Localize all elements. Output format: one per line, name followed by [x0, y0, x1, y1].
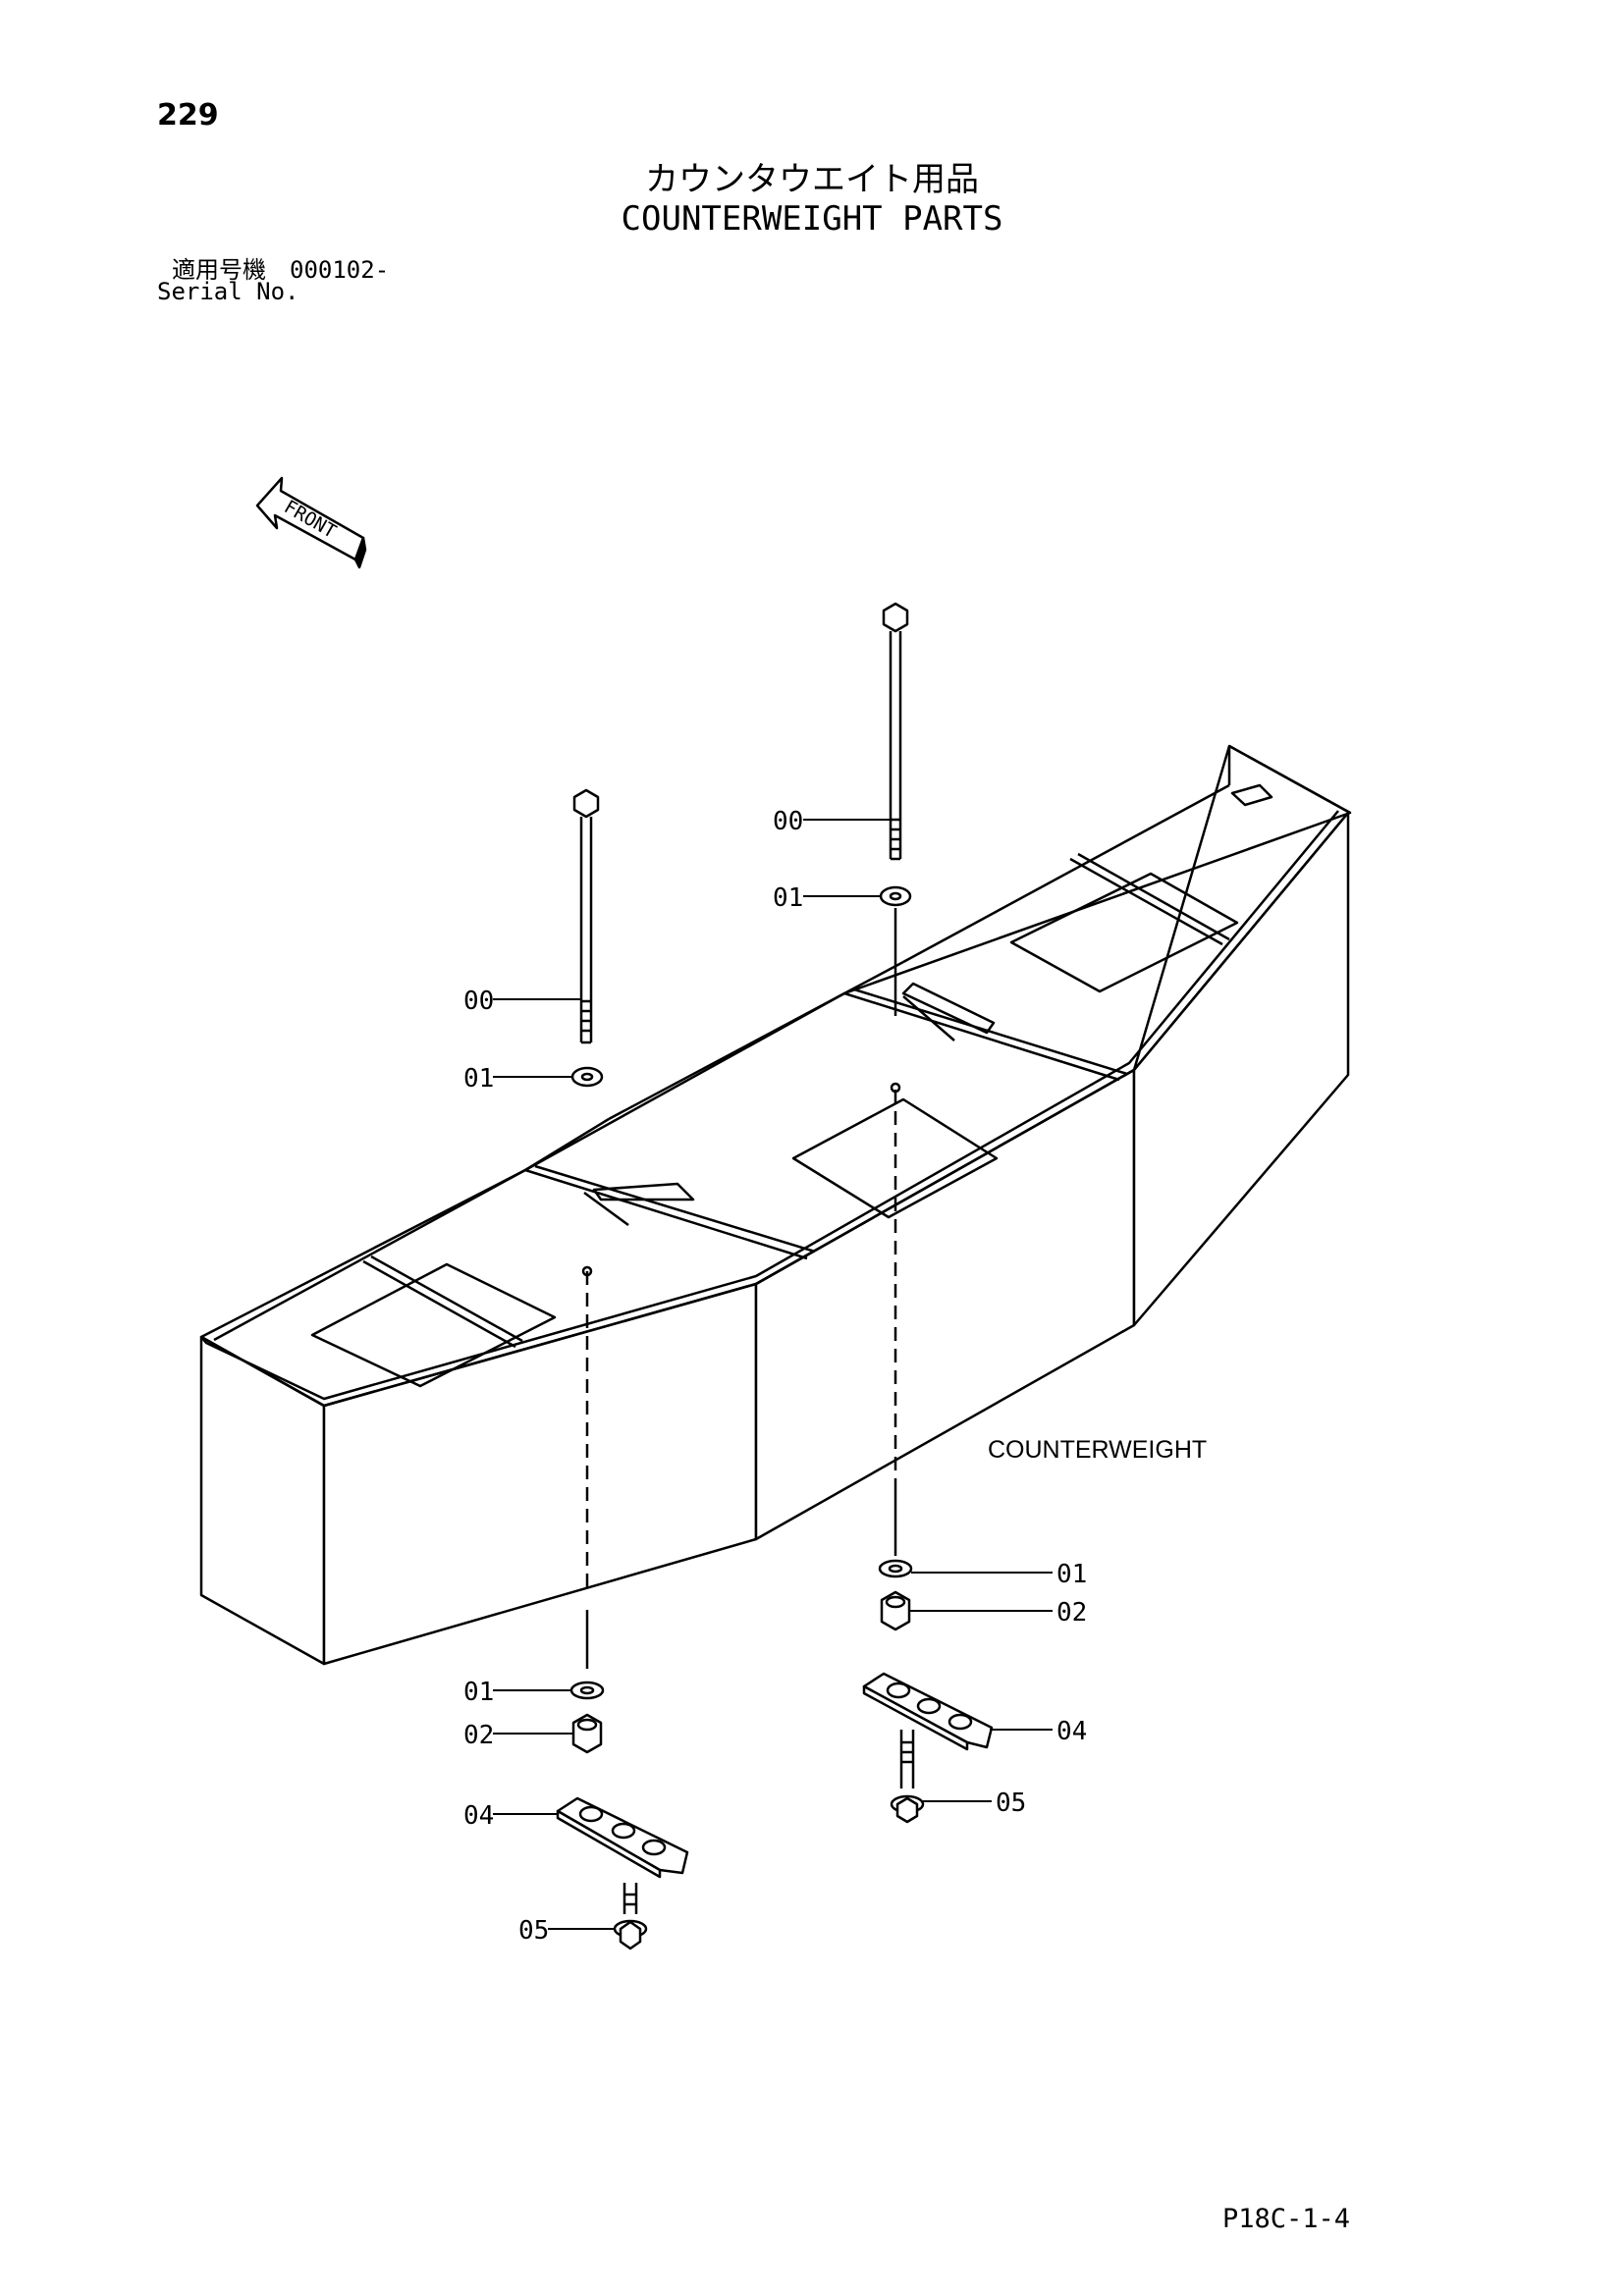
callout-right-washer-bottom: 01	[1056, 1560, 1087, 1589]
left-washer-top	[570, 1066, 604, 1088]
page-title: COUNTERWEIGHT PARTS	[621, 199, 1003, 239]
callout-left-screw: 05	[518, 1916, 549, 1946]
serial-label-japanese: 適用号機 000102-	[172, 256, 390, 284]
left-washer-bottom	[569, 1681, 605, 1700]
counterweight-body	[199, 744, 1352, 1666]
callout-right-screw: 05	[996, 1789, 1026, 1818]
right-nut	[880, 1590, 911, 1631]
callout-left-washer-top: 01	[463, 1064, 494, 1094]
callout-right-bolt: 00	[773, 807, 803, 836]
right-washer-bottom	[878, 1559, 913, 1578]
page-number: 229	[157, 98, 219, 133]
front-arrow-icon: FRONT	[255, 476, 367, 569]
counterweight-label: COUNTERWEIGHT	[988, 1436, 1207, 1464]
page-title-japanese: カウンタウエイト用品	[645, 160, 979, 199]
callout-right-plate: 04	[1056, 1717, 1087, 1746]
callout-left-washer-bottom: 01	[463, 1678, 494, 1707]
callout-left-plate: 04	[463, 1801, 494, 1831]
serial-label: Serial No.	[157, 278, 299, 305]
right-screw	[890, 1730, 925, 1824]
left-nut	[571, 1713, 603, 1754]
left-bolt	[572, 788, 600, 1044]
page-code: P18C-1-4	[1222, 2204, 1351, 2234]
callout-right-nut: 02	[1056, 1598, 1087, 1628]
left-plate	[556, 1796, 689, 1879]
callout-left-nut: 02	[463, 1721, 494, 1750]
left-screw	[613, 1883, 648, 1950]
right-plate	[862, 1672, 994, 1751]
right-bolt	[882, 602, 909, 861]
callout-right-washer-top: 01	[773, 883, 803, 913]
callout-left-bolt: 00	[463, 987, 494, 1016]
right-washer-top	[879, 885, 912, 907]
